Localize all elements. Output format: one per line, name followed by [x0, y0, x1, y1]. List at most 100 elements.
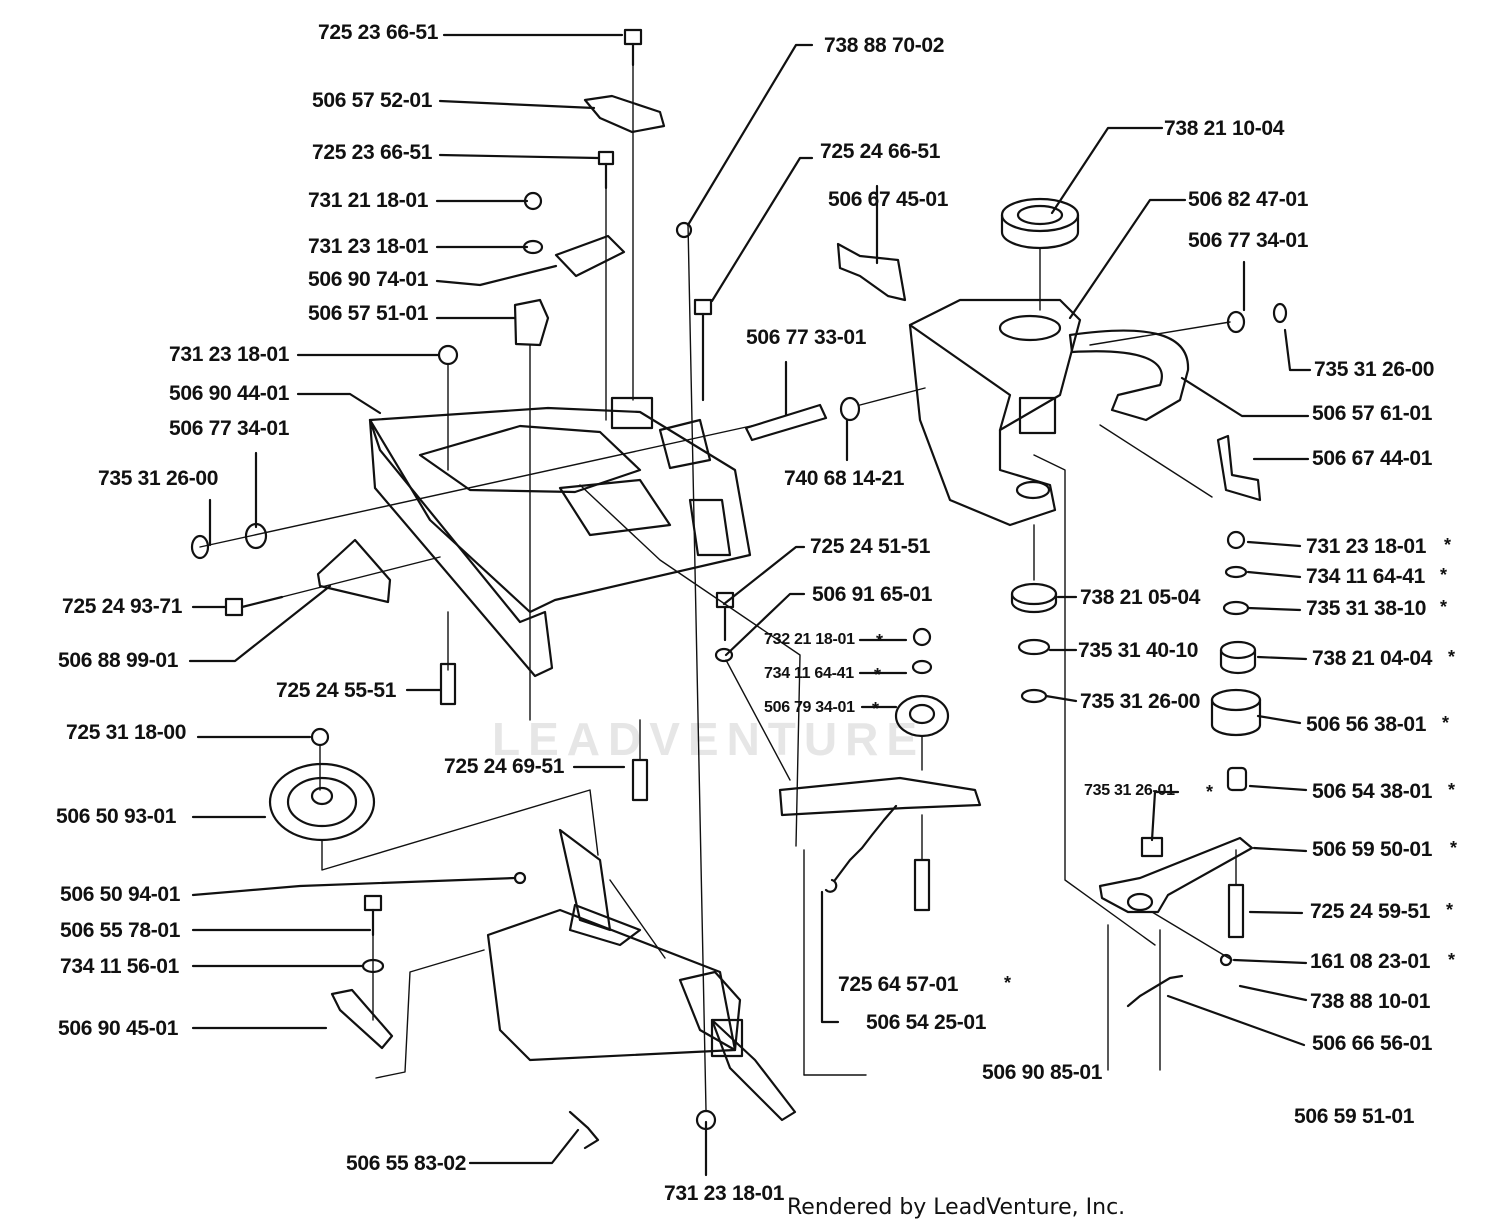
part-number-label: 506 77 34-01: [169, 417, 290, 440]
part-number-label: 732 21 18-01: [764, 631, 855, 648]
asterisk-marker: *: [1442, 713, 1450, 733]
part-number-label: 734 11 56-01: [60, 955, 180, 978]
e-clip-part: [1272, 302, 1288, 324]
part-number-label: 738 21 04-04: [1312, 647, 1433, 670]
part-number-label: 731 23 18-01: [308, 235, 429, 258]
part-number-label: 506 50 94-01: [60, 883, 181, 906]
strap-part: [330, 988, 394, 1050]
asterisk-marker: *: [874, 665, 882, 685]
part-number-label: 738 88 70-02: [824, 34, 945, 57]
part-number-label: 735 31 26-00: [1080, 690, 1201, 713]
nut-part: [437, 344, 459, 366]
washer-part: [244, 522, 268, 550]
key-part: [513, 871, 527, 885]
e-clip-part: [1222, 600, 1250, 616]
part-number-label: 731 23 18-01: [664, 1182, 785, 1205]
part-number-label: 740 68 14-21: [784, 467, 905, 490]
part-number-label: 738 21 10-04: [1164, 117, 1285, 140]
part-number-label: 506 59 51-01: [1294, 1105, 1415, 1128]
part-number-label: 506 54 38-01: [1312, 780, 1433, 803]
part-number-label: 506 90 74-01: [308, 268, 429, 291]
arc-bracket-part: [1068, 329, 1190, 422]
washer-part: [522, 239, 544, 255]
bracket-part: [583, 94, 666, 134]
washer-part: [361, 958, 385, 974]
footer-credit: Rendered by LeadVenture, Inc.: [787, 1195, 1126, 1220]
main-frame-part: [368, 396, 752, 678]
part-number-label: 506 67 45-01: [828, 188, 949, 211]
asterisk-marker: *: [1448, 647, 1456, 667]
part-number-label: 735 31 38-10: [1306, 597, 1427, 620]
part-number-label: 161 08 23-01: [1310, 950, 1431, 973]
part-number-label: 506 54 25-01: [866, 1011, 987, 1034]
part-number-label: 725 24 69-51: [444, 755, 565, 778]
bushing-part: [1140, 836, 1164, 858]
asterisk-marker: *: [1448, 780, 1456, 800]
asterisk-marker: *: [1450, 838, 1458, 858]
screw-part: [597, 150, 615, 421]
bolt-part: [693, 298, 713, 402]
part-number-label: 506 55 78-01: [60, 919, 181, 942]
part-number-label: 734 11 64-41: [1306, 565, 1426, 588]
part-number-label: 506 82 47-01: [1188, 188, 1309, 211]
part-number-label: 725 24 51-51: [810, 535, 931, 558]
part-number-label: 506 57 61-01: [1312, 402, 1433, 425]
asterisk-marker: *: [1004, 973, 1012, 993]
e-clip-part: [1020, 688, 1048, 704]
gearbox-part: [486, 828, 797, 1122]
part-number-label: 738 21 05-04: [1080, 586, 1201, 609]
asterisk-marker: *: [1446, 900, 1454, 920]
bolt-part: [363, 894, 383, 1021]
nut-part: [695, 1109, 717, 1131]
asterisk-marker: *: [872, 699, 880, 719]
mount-bracket-part: [316, 538, 392, 604]
bolt-part: [631, 719, 649, 802]
washer-part: [911, 659, 933, 675]
spring-part: [1126, 974, 1184, 1008]
spacer-part: [1226, 766, 1248, 792]
watermark: LEADVENTURE: [492, 713, 926, 765]
idler-arm-part: [778, 776, 982, 817]
washer-part: [839, 396, 861, 422]
asterisk-marker: *: [1440, 565, 1448, 585]
part-number-label: 731 23 18-01: [1306, 535, 1427, 558]
part-number-label: 506 91 65-01: [812, 583, 933, 606]
washer-part: [1017, 638, 1051, 656]
part-number-label: 506 55 83-02: [346, 1152, 467, 1175]
part-number-label: 506 67 44-01: [1312, 447, 1433, 470]
nut-part: [912, 627, 932, 647]
bolt-part: [224, 556, 441, 617]
asterisk-marker: *: [876, 631, 884, 651]
bolt-part: [715, 591, 735, 642]
part-number-label: 731 21 18-01: [308, 189, 429, 212]
part-number-label: 506 90 85-01: [982, 1061, 1103, 1084]
part-number-label: 735 31 26-01: [1084, 782, 1175, 799]
bolt-part: [913, 814, 931, 912]
asterisk-marker: *: [1444, 535, 1452, 555]
idler-pulley-part: [894, 694, 950, 738]
housing-part: [908, 298, 1082, 527]
nut-part: [1226, 530, 1246, 550]
part-number-label: 506 50 93-01: [56, 805, 177, 828]
spring-part: [833, 804, 898, 882]
part-number-label: 506 77 33-01: [746, 326, 867, 349]
pulley-part: [268, 762, 599, 871]
bracket-part: [1216, 434, 1262, 502]
rivet-part: [675, 221, 693, 239]
part-number-label: 506 90 45-01: [58, 1017, 179, 1040]
part-number-label: 725 24 55-51: [276, 679, 397, 702]
part-number-label: 735 31 26-00: [1314, 358, 1435, 381]
bolt-part: [1227, 849, 1245, 939]
part-number-label: 506 66 56-01: [1312, 1032, 1433, 1055]
part-number-label: 506 77 34-01: [1188, 229, 1309, 252]
leader-lines: [188, 33, 1312, 1177]
asterisk-marker: *: [1448, 950, 1456, 970]
part-number-label: 506 57 51-01: [308, 302, 429, 325]
e-clip-part: [190, 534, 210, 560]
part-number-label: 506 57 52-01: [312, 89, 433, 112]
bracket-part: [836, 242, 907, 302]
part-number-label: 734 11 64-41: [764, 665, 854, 682]
nut-part: [310, 727, 330, 747]
